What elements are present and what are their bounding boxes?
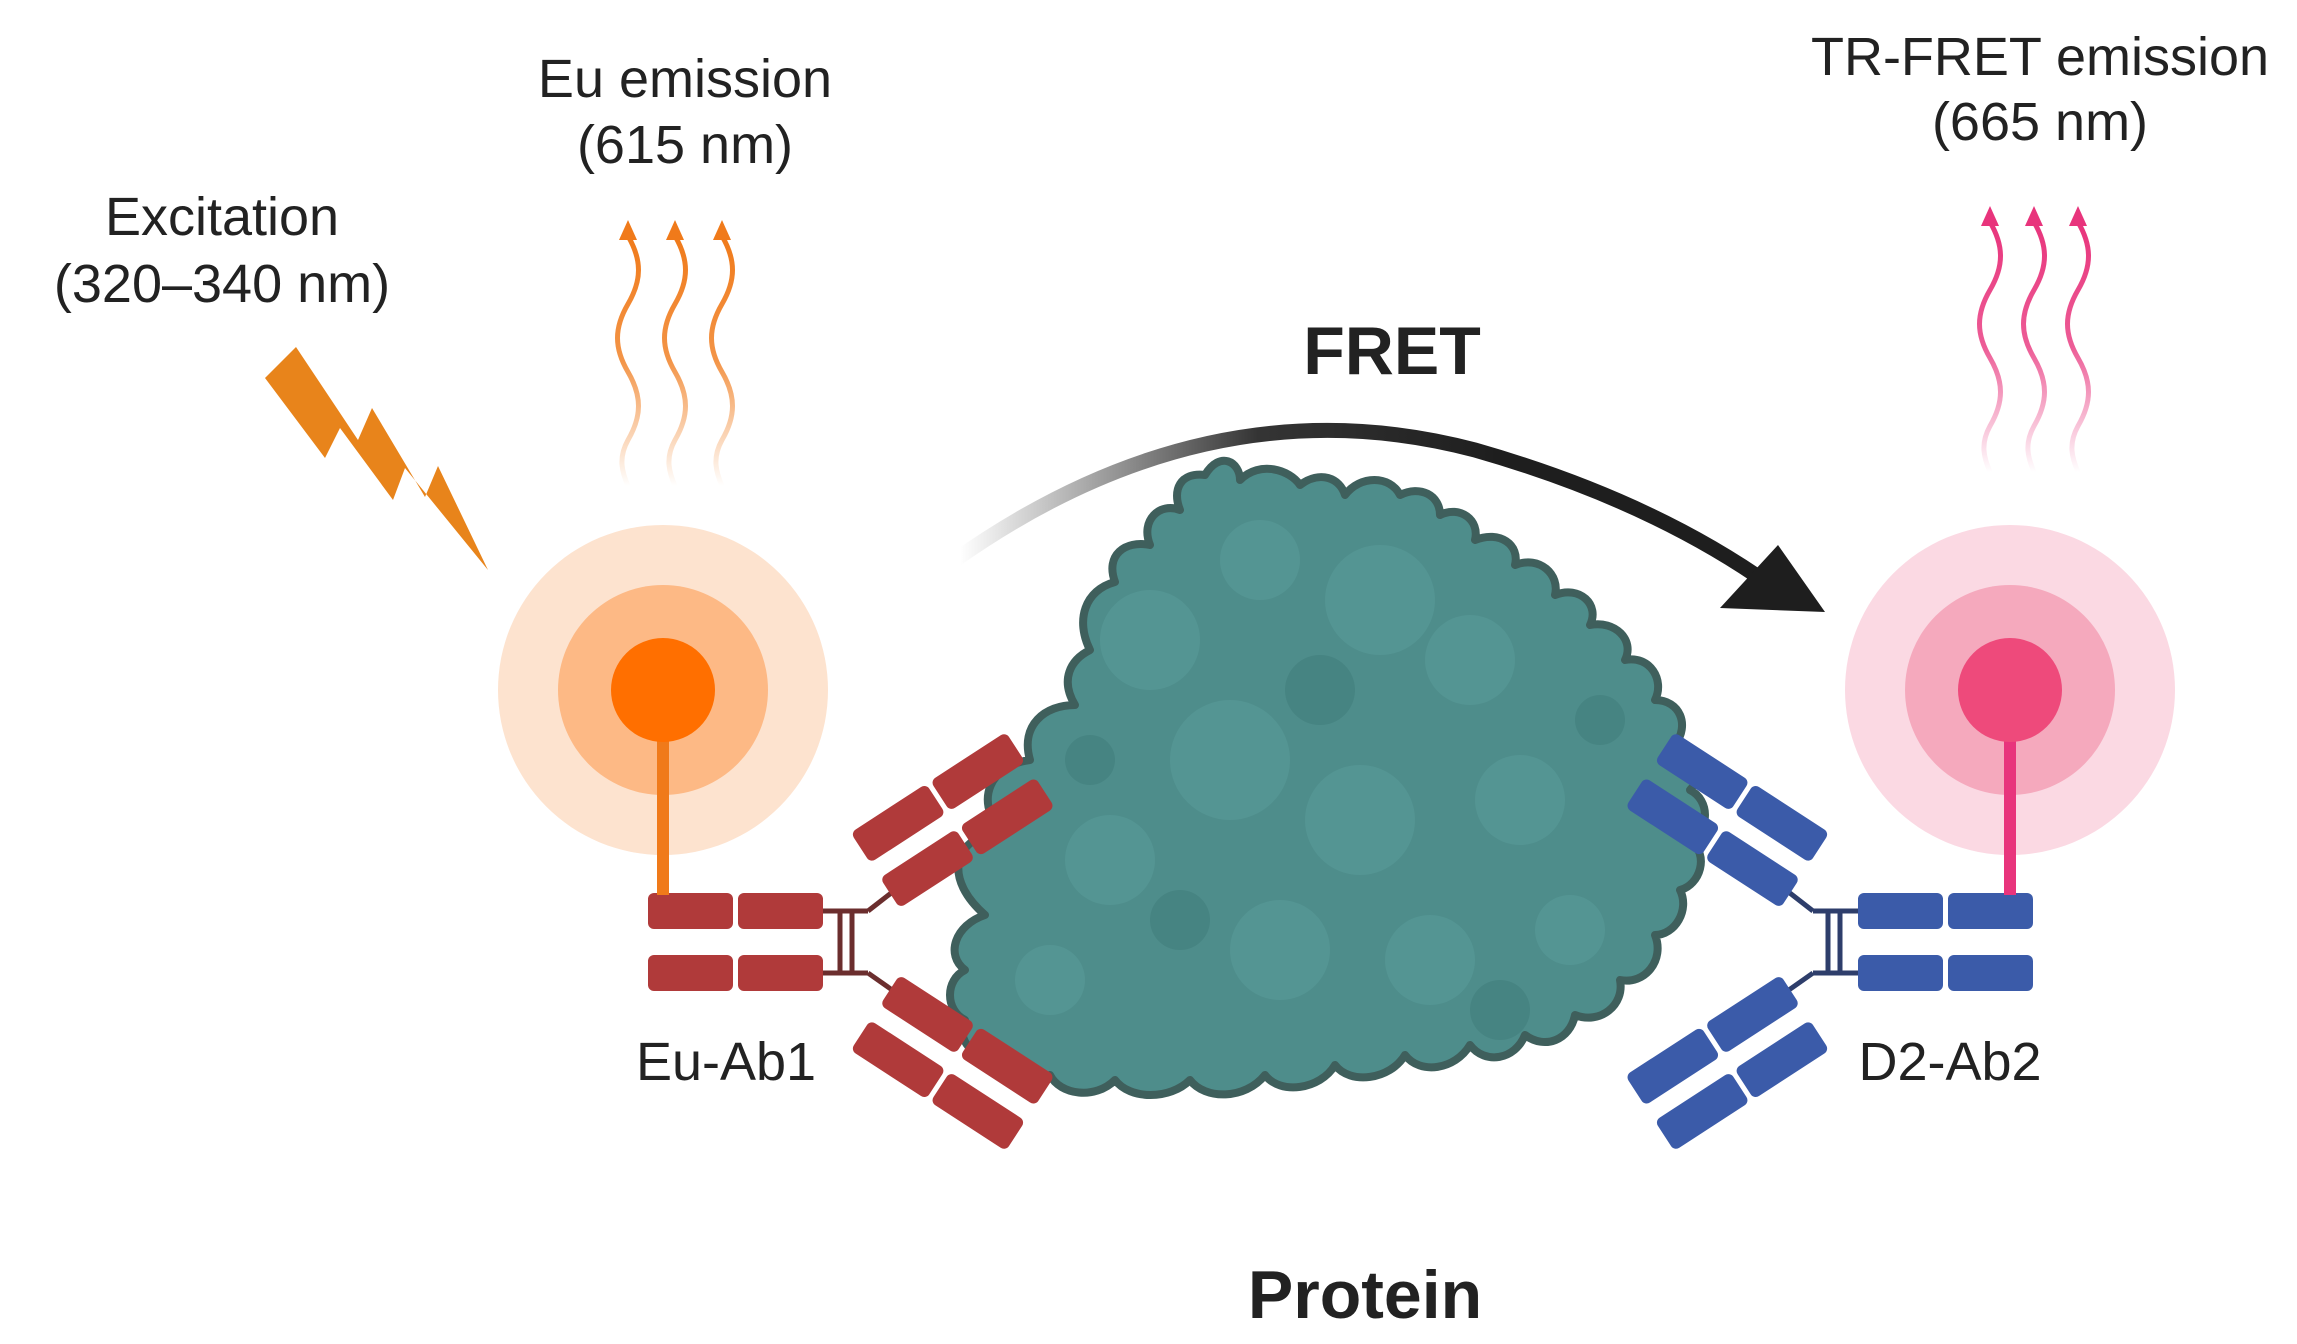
eu-emission-wavelength-label: (615 nm) [577, 115, 793, 175]
eu-emission-wavy-arrows-icon [615, 220, 735, 489]
fret-label: FRET [1303, 313, 1481, 389]
protein-blob [946, 456, 1709, 1099]
europium-donor-icon [498, 525, 828, 895]
eu-ab1-label: Eu-Ab1 [636, 1032, 816, 1092]
d2-ab2-antibody [1627, 734, 2033, 1149]
eu-ab1-antibody [648, 734, 1053, 1149]
trfret-emission-wavelength-label: (665 nm) [1932, 92, 2148, 152]
protein-label: Protein [1248, 1257, 1482, 1333]
lightning-bolt-icon [265, 347, 488, 570]
trfret-emission-wavy-arrows-icon [1977, 206, 2091, 475]
d2-ab2-label: D2-Ab2 [1858, 1032, 2041, 1092]
trfret-emission-label: TR-FRET emission [1811, 27, 2269, 87]
eu-emission-label: Eu emission [538, 49, 832, 109]
excitation-wavelength-label: (320–340 nm) [54, 254, 390, 314]
fret-arrow [947, 422, 1825, 612]
d2-acceptor-icon [1845, 525, 2175, 895]
excitation-label: Excitation [105, 187, 339, 247]
